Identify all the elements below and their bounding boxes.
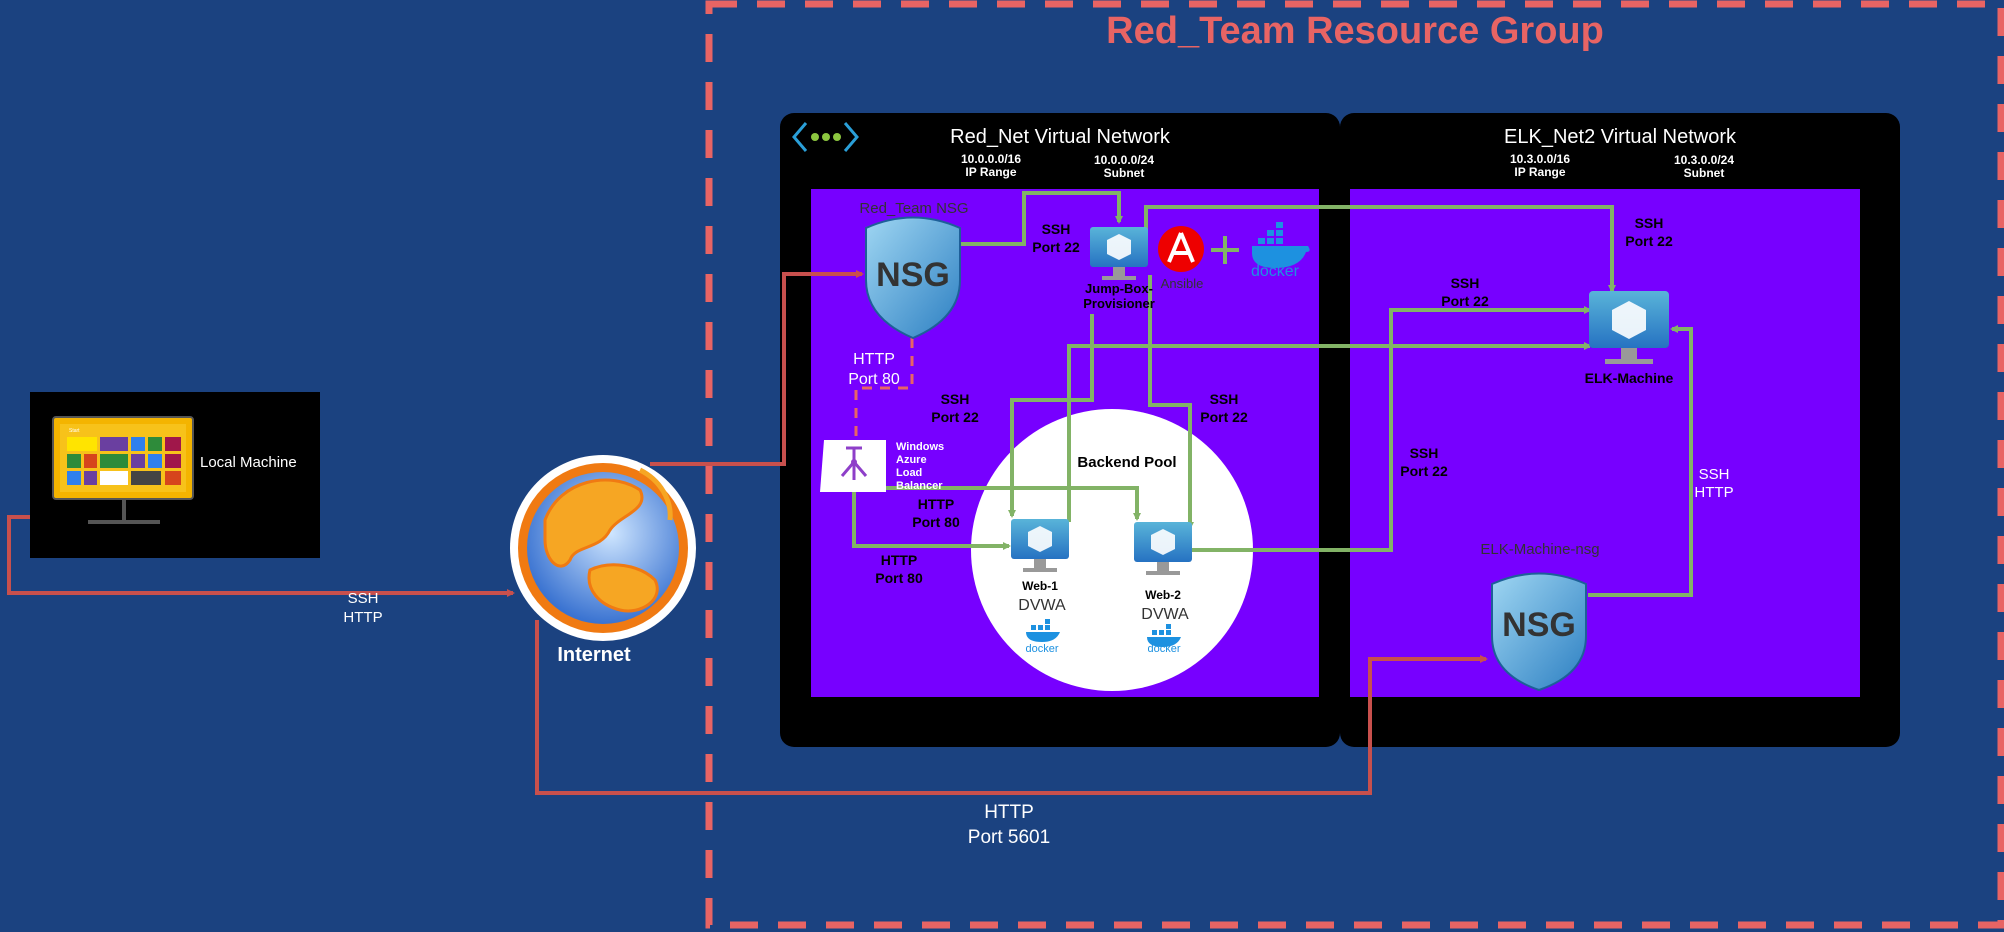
backend-pool-label: Backend Pool (1077, 454, 1176, 471)
vm-monitor-icon (1589, 291, 1669, 364)
web1-app: DVWA (1018, 597, 1066, 614)
label-elknsg-elk-1: SSH (1699, 466, 1730, 483)
link-web2-to-elk (1190, 306, 1592, 552)
web1-name: Web-1 (1022, 579, 1058, 593)
load-balancer-icon (820, 440, 886, 492)
link-internet-to-elk-nsg (535, 620, 1488, 795)
web2-app: DVWA (1141, 606, 1189, 623)
web2-name: Web-2 (1145, 588, 1181, 602)
red-nsg-label: Red_Team NSG (859, 200, 968, 217)
red-nsg-text: NSG (876, 256, 950, 294)
backend-pool-circle (971, 409, 1253, 691)
resource-group-title: Red_Team Resource Group (1106, 10, 1604, 52)
web1-docker-label: docker (1025, 643, 1058, 655)
lb-label-1: Windows (896, 441, 944, 453)
elk-net-subnet (1350, 189, 1860, 697)
docker-icon (1147, 624, 1181, 647)
elk-net-ip-value: 10.3.0.0/16 (1510, 152, 1570, 166)
link-local-to-internet (7, 515, 515, 597)
start-label: Start (69, 428, 80, 434)
ansible-icon (1158, 226, 1204, 272)
elk-nsg-text: NSG (1502, 606, 1576, 644)
globe-icon (510, 455, 696, 641)
docker-icon (1026, 619, 1060, 642)
label-jumpbox-web2-1: SSH (1210, 391, 1239, 407)
label-nsg-jumpbox-1: SSH (1042, 221, 1071, 237)
link-elknsg-to-elk (1588, 325, 1693, 597)
green-connections (852, 191, 1693, 597)
red-net-title: Red_Net Virtual Network (950, 126, 1171, 148)
web2-docker-label: docker (1147, 643, 1180, 655)
ansible-label: Ansible (1161, 276, 1204, 291)
nsg-shield-icon (1491, 572, 1587, 692)
label-jumpbox-elk-top-2: Port 22 (1625, 233, 1673, 249)
label-lb-web2-2: Port 80 (912, 514, 960, 530)
label-internet-elknsg-2: Port 5601 (968, 827, 1050, 848)
docker-icon (1252, 222, 1310, 268)
label-internet-elknsg-1: HTTP (984, 802, 1034, 823)
label-lb-web2-1: HTTP (918, 496, 955, 512)
elk-nsg-label: ELK-Machine-nsg (1480, 541, 1599, 558)
lb-label-3: Load (896, 467, 922, 479)
resource-group-border (705, 0, 2004, 929)
link-jumpbox-to-elk-top (1144, 205, 1616, 293)
label-jumpbox-web1-2: Port 22 (931, 409, 979, 425)
docker-label: docker (1251, 263, 1300, 280)
label-jumpbox-elk-2: Port 22 (1441, 293, 1489, 309)
internet-label: Internet (557, 644, 631, 666)
network-icon (792, 122, 859, 152)
red-net-ip-label: IP Range (965, 165, 1016, 179)
elk-net-title: ELK_Net2 Virtual Network (1504, 126, 1737, 148)
link-lb-to-web2 (872, 486, 1141, 521)
vm-monitor-icon (1011, 519, 1069, 572)
elk-net-ip-label: IP Range (1514, 165, 1565, 179)
elk-net-subnet-label: Subnet (1684, 166, 1725, 180)
label-local-internet-2: HTTP (343, 609, 382, 626)
link-web1-to-elk (1067, 342, 1592, 522)
local-machine-label: Local Machine (200, 454, 297, 471)
link-lb-to-web1 (852, 492, 1011, 550)
label-elknsg-elk-2: HTTP (1694, 484, 1733, 501)
jumpbox-label-line2: Provisioner (1083, 296, 1155, 311)
elk-net-subnet-value: 10.3.0.0/24 (1674, 153, 1734, 167)
link-jumpbox-to-web1 (1008, 314, 1094, 518)
red-connections (7, 270, 1488, 795)
label-nsg-lb-1: HTTP (853, 351, 895, 368)
label-jumpbox-web2-2: Port 22 (1200, 409, 1248, 425)
lb-label-2: Azure (896, 454, 927, 466)
red-net-subnet-value: 10.0.0.0/24 (1094, 153, 1154, 167)
label-jumpbox-web1-1: SSH (941, 391, 970, 407)
label-nsg-lb-2: Port 80 (848, 371, 900, 388)
label-local-internet-1: SSH (348, 590, 379, 607)
label-nsg-jumpbox-2: Port 22 (1032, 239, 1080, 255)
red-net-ip-value: 10.0.0.0/16 (961, 152, 1021, 166)
label-jumpbox-elk-1: SSH (1451, 275, 1480, 291)
jumpbox-label-line1: Jump-Box- (1085, 281, 1153, 296)
link-internet-to-red-nsg (650, 270, 864, 466)
link-jumpbox-to-web2 (1148, 275, 1194, 530)
elk-machine-label: ELK-Machine (1585, 370, 1674, 386)
desktop-monitor-icon (52, 416, 194, 524)
red-net-subnet-label: Subnet (1104, 166, 1145, 180)
label-lb-web1-1: HTTP (881, 552, 918, 568)
link-nsg-to-lb (854, 338, 914, 440)
label-web2-elk-1: SSH (1410, 445, 1439, 461)
vm-monitor-icon (1090, 227, 1148, 280)
label-web2-elk-2: Port 22 (1400, 463, 1448, 479)
lb-label-4: Balancer (896, 480, 943, 492)
label-jumpbox-elk-top-1: SSH (1635, 215, 1664, 231)
link-nsg-to-jumpbox (958, 191, 1123, 246)
nsg-shield-icon (865, 216, 961, 340)
label-lb-web1-2: Port 80 (875, 570, 923, 586)
vm-monitor-icon (1134, 522, 1192, 575)
